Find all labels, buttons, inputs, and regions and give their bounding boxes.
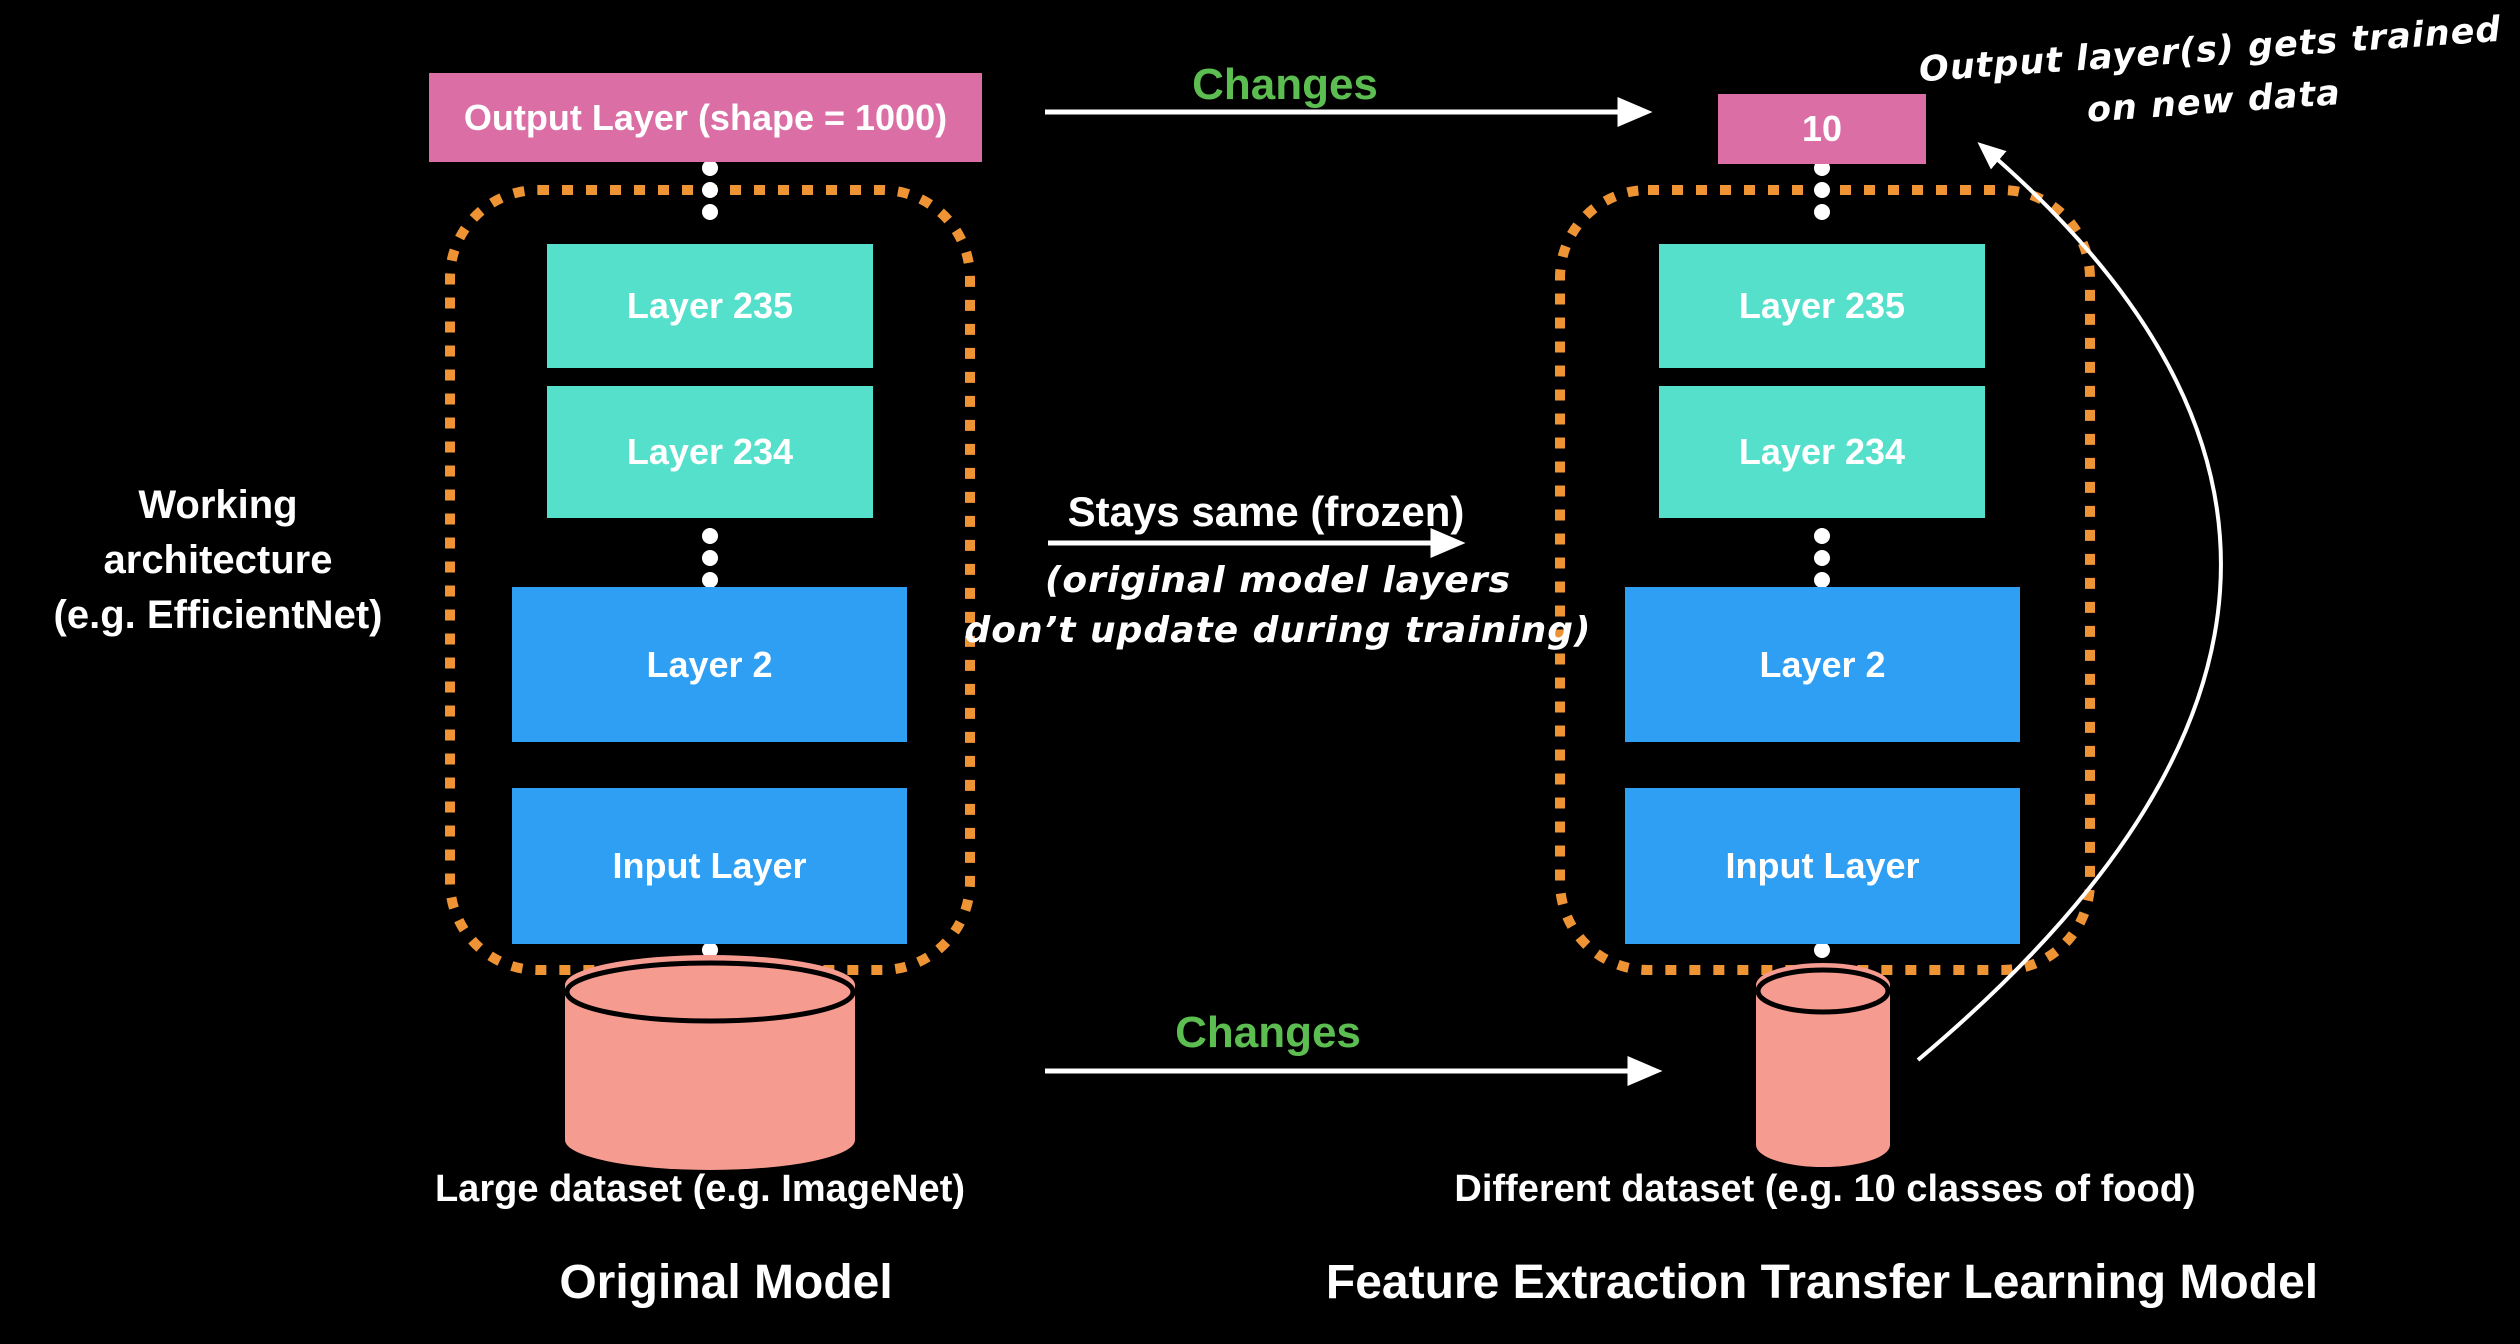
working-architecture-label: Working architecture (e.g. EfficientNet) xyxy=(28,478,408,643)
right-layer-2-box: Layer 2 xyxy=(1625,587,2020,742)
output-trained-curved-arrow xyxy=(1916,142,2223,1062)
working-architecture-line: architecture xyxy=(103,538,333,582)
working-architecture-line: Working xyxy=(138,483,298,527)
different-dataset-caption: Different dataset (e.g. 10 classes of fo… xyxy=(1454,1168,2196,1210)
left-middle-dots-icon xyxy=(702,528,718,588)
stays-same-label: Stays same (frozen) xyxy=(1067,488,1465,535)
left-input-layer-box: Input Layer xyxy=(512,788,907,944)
right-output-layer-box: 10 xyxy=(1718,94,1926,164)
changes-bottom-label: Changes xyxy=(1175,1008,1361,1057)
right-middle-dots-icon xyxy=(1814,528,1830,588)
right-top-dots-icon xyxy=(1814,160,1830,220)
large-dataset-cylinder-icon xyxy=(564,955,856,1170)
left-layer-2-box: Layer 2 xyxy=(512,587,907,742)
large-dataset-caption: Large dataset (e.g. ImageNet) xyxy=(434,1168,966,1210)
right-layer-234-box: Layer 234 xyxy=(1659,386,1985,518)
frozen-note-line: (original model layers xyxy=(1044,560,1512,601)
changes-top-label: Changes xyxy=(1192,60,1378,109)
right-input-layer-box: Input Layer xyxy=(1625,788,2020,944)
different-dataset-cylinder-icon xyxy=(1755,963,1891,1167)
frozen-note: (original model layers don’t update duri… xyxy=(898,556,1658,656)
original-model-title: Original Model xyxy=(559,1256,893,1309)
left-output-layer-box: Output Layer (shape = 1000) xyxy=(429,73,982,162)
right-layer-235-box: Layer 235 xyxy=(1659,244,1985,368)
working-architecture-line: (e.g. EfficientNet) xyxy=(53,593,383,637)
left-layer-234-box: Layer 234 xyxy=(547,386,873,518)
left-top-dots-icon xyxy=(702,160,718,220)
frozen-note-line: don’t update during training) xyxy=(964,610,1592,651)
feature-extraction-title: Feature Extraction Transfer Learning Mod… xyxy=(1325,1256,2319,1309)
left-layer-235-box: Layer 235 xyxy=(547,244,873,368)
